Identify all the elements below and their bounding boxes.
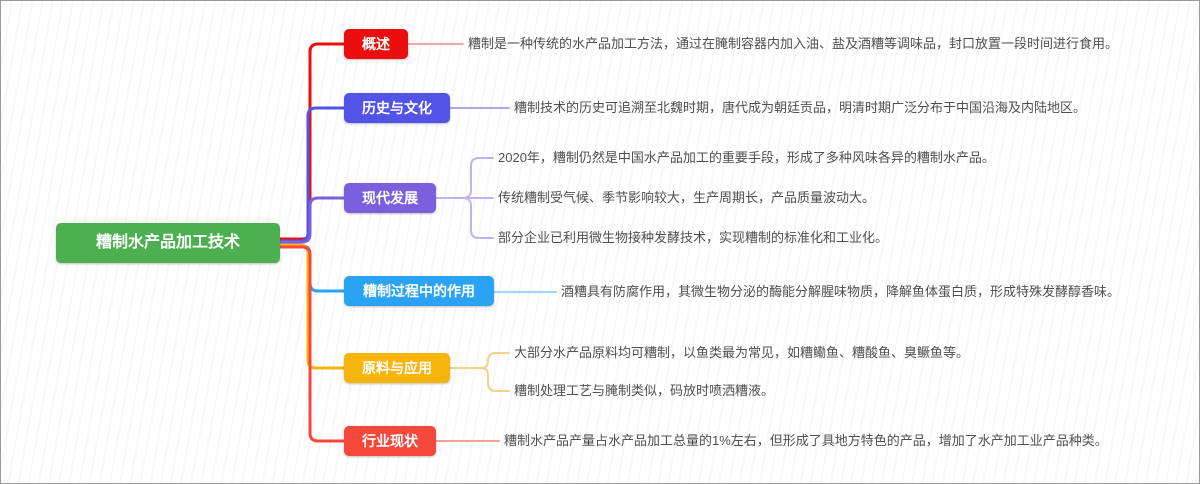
branch-node-process[interactable]: 糟制过程中的作用 <box>344 276 494 306</box>
leaf-history-1[interactable]: 糟制技术的历史可追溯至北魏时期，唐代成为朝廷贡品，明清时期广泛分布于中国沿海及内… <box>514 100 1087 115</box>
root-node[interactable]: 糟制水产品加工技术 <box>56 223 280 263</box>
leaf-modern-1[interactable]: 2020年，糟制仍然是中国水产品加工的重要手段，形成了多种风味各异的糟制水产品。 <box>498 150 995 165</box>
leaf-process-1[interactable]: 酒糟具有防腐作用，其微生物分泌的酶能分解腥味物质，降解鱼体蛋白质，形成特殊发酵醇… <box>561 284 1121 299</box>
branch-node-industry[interactable]: 行业现状 <box>344 426 436 456</box>
connector-materials-leaf-1 <box>449 352 510 369</box>
connector-materials-leaf-2 <box>449 367 510 392</box>
leaf-industry-1[interactable]: 糟制水产品产量占水产品加工总量的1%左右，但形成了具地方特色的产品，增加了水产加… <box>504 433 1108 448</box>
leaf-modern-2[interactable]: 传统糟制受气候、季节影响较大，生产周期长，产品质量波动大。 <box>498 190 876 205</box>
connector-modern-leaf-1 <box>435 157 494 199</box>
branch-node-overview[interactable]: 概述 <box>344 29 408 59</box>
leaf-overview-1[interactable]: 糟制是一种传统的水产品加工方法，通过在腌制容器内加入油、盐及酒糟等调味品，封口放… <box>468 36 1119 51</box>
connector-root-materials <box>278 243 346 370</box>
connector-root-industry <box>278 245 346 443</box>
leaf-materials-1[interactable]: 大部分水产品原料均可糟制，以鱼类最为常见，如糟鳓鱼、糟酸鱼、臭鳜鱼等。 <box>514 345 970 360</box>
connector-root-overview <box>278 42 346 241</box>
connector-root-modern <box>278 196 346 244</box>
connector-root-history <box>278 106 346 243</box>
connector-modern-leaf-3 <box>435 197 494 239</box>
branch-node-modern[interactable]: 现代发展 <box>344 183 436 213</box>
leaf-modern-3[interactable]: 部分企业已利用微生物接种发酵技术，实现糟制的标准化和工业化。 <box>498 230 889 245</box>
connector-root-process <box>278 244 346 293</box>
leaf-materials-2[interactable]: 糟制处理工艺与腌制类似，码放时喷洒糟液。 <box>514 383 775 398</box>
branch-node-history[interactable]: 历史与文化 <box>344 93 450 123</box>
branch-node-materials[interactable]: 原料与应用 <box>344 353 450 383</box>
